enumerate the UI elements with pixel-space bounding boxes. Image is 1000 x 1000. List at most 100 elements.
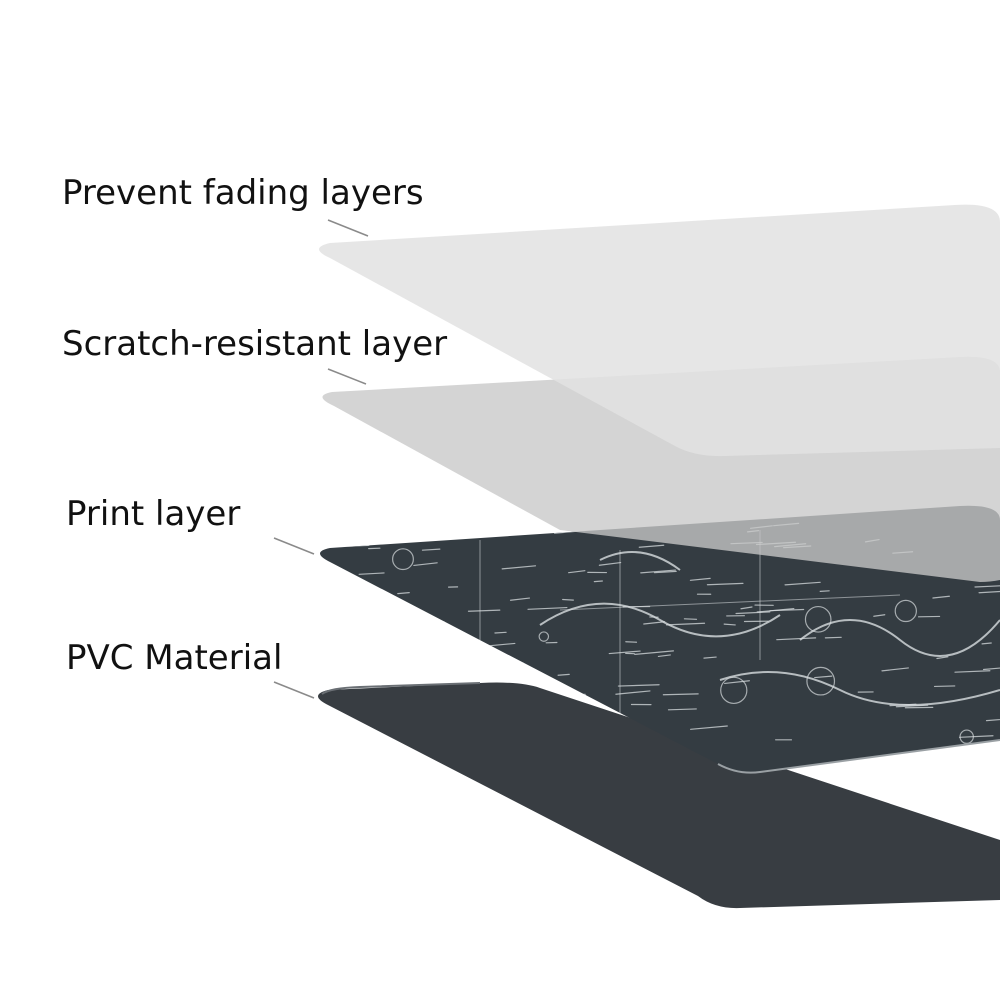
formula-stroke [985,716,1000,722]
formula-stroke [421,548,441,551]
formula-stroke [690,725,728,730]
formula-stroke [724,680,750,685]
formula-stroke [936,656,949,660]
formula-stroke [634,650,675,656]
formula-curve [799,619,1000,657]
formula-stroke [363,598,381,602]
formula-stroke [501,565,537,570]
formula-circle [959,729,974,744]
pvc-layer [318,682,1000,909]
formula-stroke [617,684,660,687]
formula-stroke [372,740,385,744]
formula-curve [719,671,1000,706]
formula-stroke [457,644,478,649]
leader-line-fading [327,219,369,237]
formula-stroke [411,506,447,510]
formula-stroke [393,636,417,640]
formula-curve [599,551,681,571]
formula-stroke [643,621,666,625]
formula-stroke [434,505,473,507]
formula-circle [392,548,414,571]
formula-stroke [608,650,641,655]
formula-stroke [703,656,717,659]
formula-stroke [328,569,343,572]
formula-circle [538,631,550,642]
formula-stroke [899,760,923,764]
formula-stroke [567,570,586,574]
formula-stroke [873,614,886,617]
formula-stroke [494,631,507,634]
formula-stroke [509,597,531,601]
formula-stroke [881,667,909,672]
formula-stroke [662,693,699,696]
formula-stroke [638,544,665,548]
formula-stroke [665,622,706,626]
formula-stroke [339,655,373,658]
formula-stroke [321,766,353,770]
formula-curve [539,602,781,638]
formula-stroke [557,673,570,676]
formula-stroke [954,670,991,673]
formula-stroke [435,512,448,516]
formula-stroke [723,623,736,626]
formula-stroke [978,590,1000,594]
formula-stroke [593,580,603,583]
formula-stroke [413,562,438,567]
formula-stroke [689,577,711,581]
formula-stroke [932,595,950,599]
formula-stroke [776,637,817,641]
formula-stroke [819,590,830,592]
formula-stroke [824,636,842,639]
formula-stroke [475,654,506,659]
formula-stroke [358,572,385,575]
formula-stroke [402,620,445,626]
formula-stroke [598,561,622,566]
pvc-layer-highlight [321,682,481,695]
formula-stroke [615,690,651,695]
print-layer-shape [320,505,1000,773]
formula-stroke [657,654,671,658]
formula-stroke [756,608,795,613]
formula-stroke [320,633,345,638]
formula-stroke [486,642,516,647]
formula-stroke [557,693,586,696]
formula-stroke [527,606,568,610]
label-pvc-material: PVC Material [66,638,283,678]
label-print-layer: Print layer [66,494,241,534]
label-scratch-resistant-layer: Scratch-resistant layer [62,324,448,364]
formula-stroke [440,516,483,520]
leader-lines [273,219,369,699]
label-prevent-fading-layers: Prevent fading layers [62,173,424,213]
formula-stroke [390,623,426,629]
formula-stroke [467,609,501,612]
formula-stroke [981,642,992,645]
formula-circle [894,599,917,623]
formula-stroke [891,767,927,772]
formula-stroke [667,708,697,711]
formula-stroke [784,581,821,586]
formula-stroke [706,582,744,586]
formula-axis [559,594,901,611]
formula-stroke [653,570,677,574]
leader-line-print [273,537,315,555]
formula-circle [720,676,748,705]
formula-stroke [352,614,385,617]
formula-stroke [814,675,833,679]
formula-stroke [735,611,771,615]
formula-circle [804,605,832,633]
print-layer-edge [717,739,1000,774]
formula-stroke [740,606,753,610]
fading-layer-shape [319,204,1000,457]
formula-stroke [562,598,574,601]
formula-stroke [958,735,994,738]
formula-circle [806,666,836,696]
prevent-fading-layer [319,204,1000,457]
formula-circle [461,656,484,679]
formula-stroke [397,592,410,595]
leader-line-scratch [327,368,367,385]
formula-stroke [332,584,363,590]
formula-stroke [640,569,676,574]
pvc-layer-shape [318,682,1000,909]
